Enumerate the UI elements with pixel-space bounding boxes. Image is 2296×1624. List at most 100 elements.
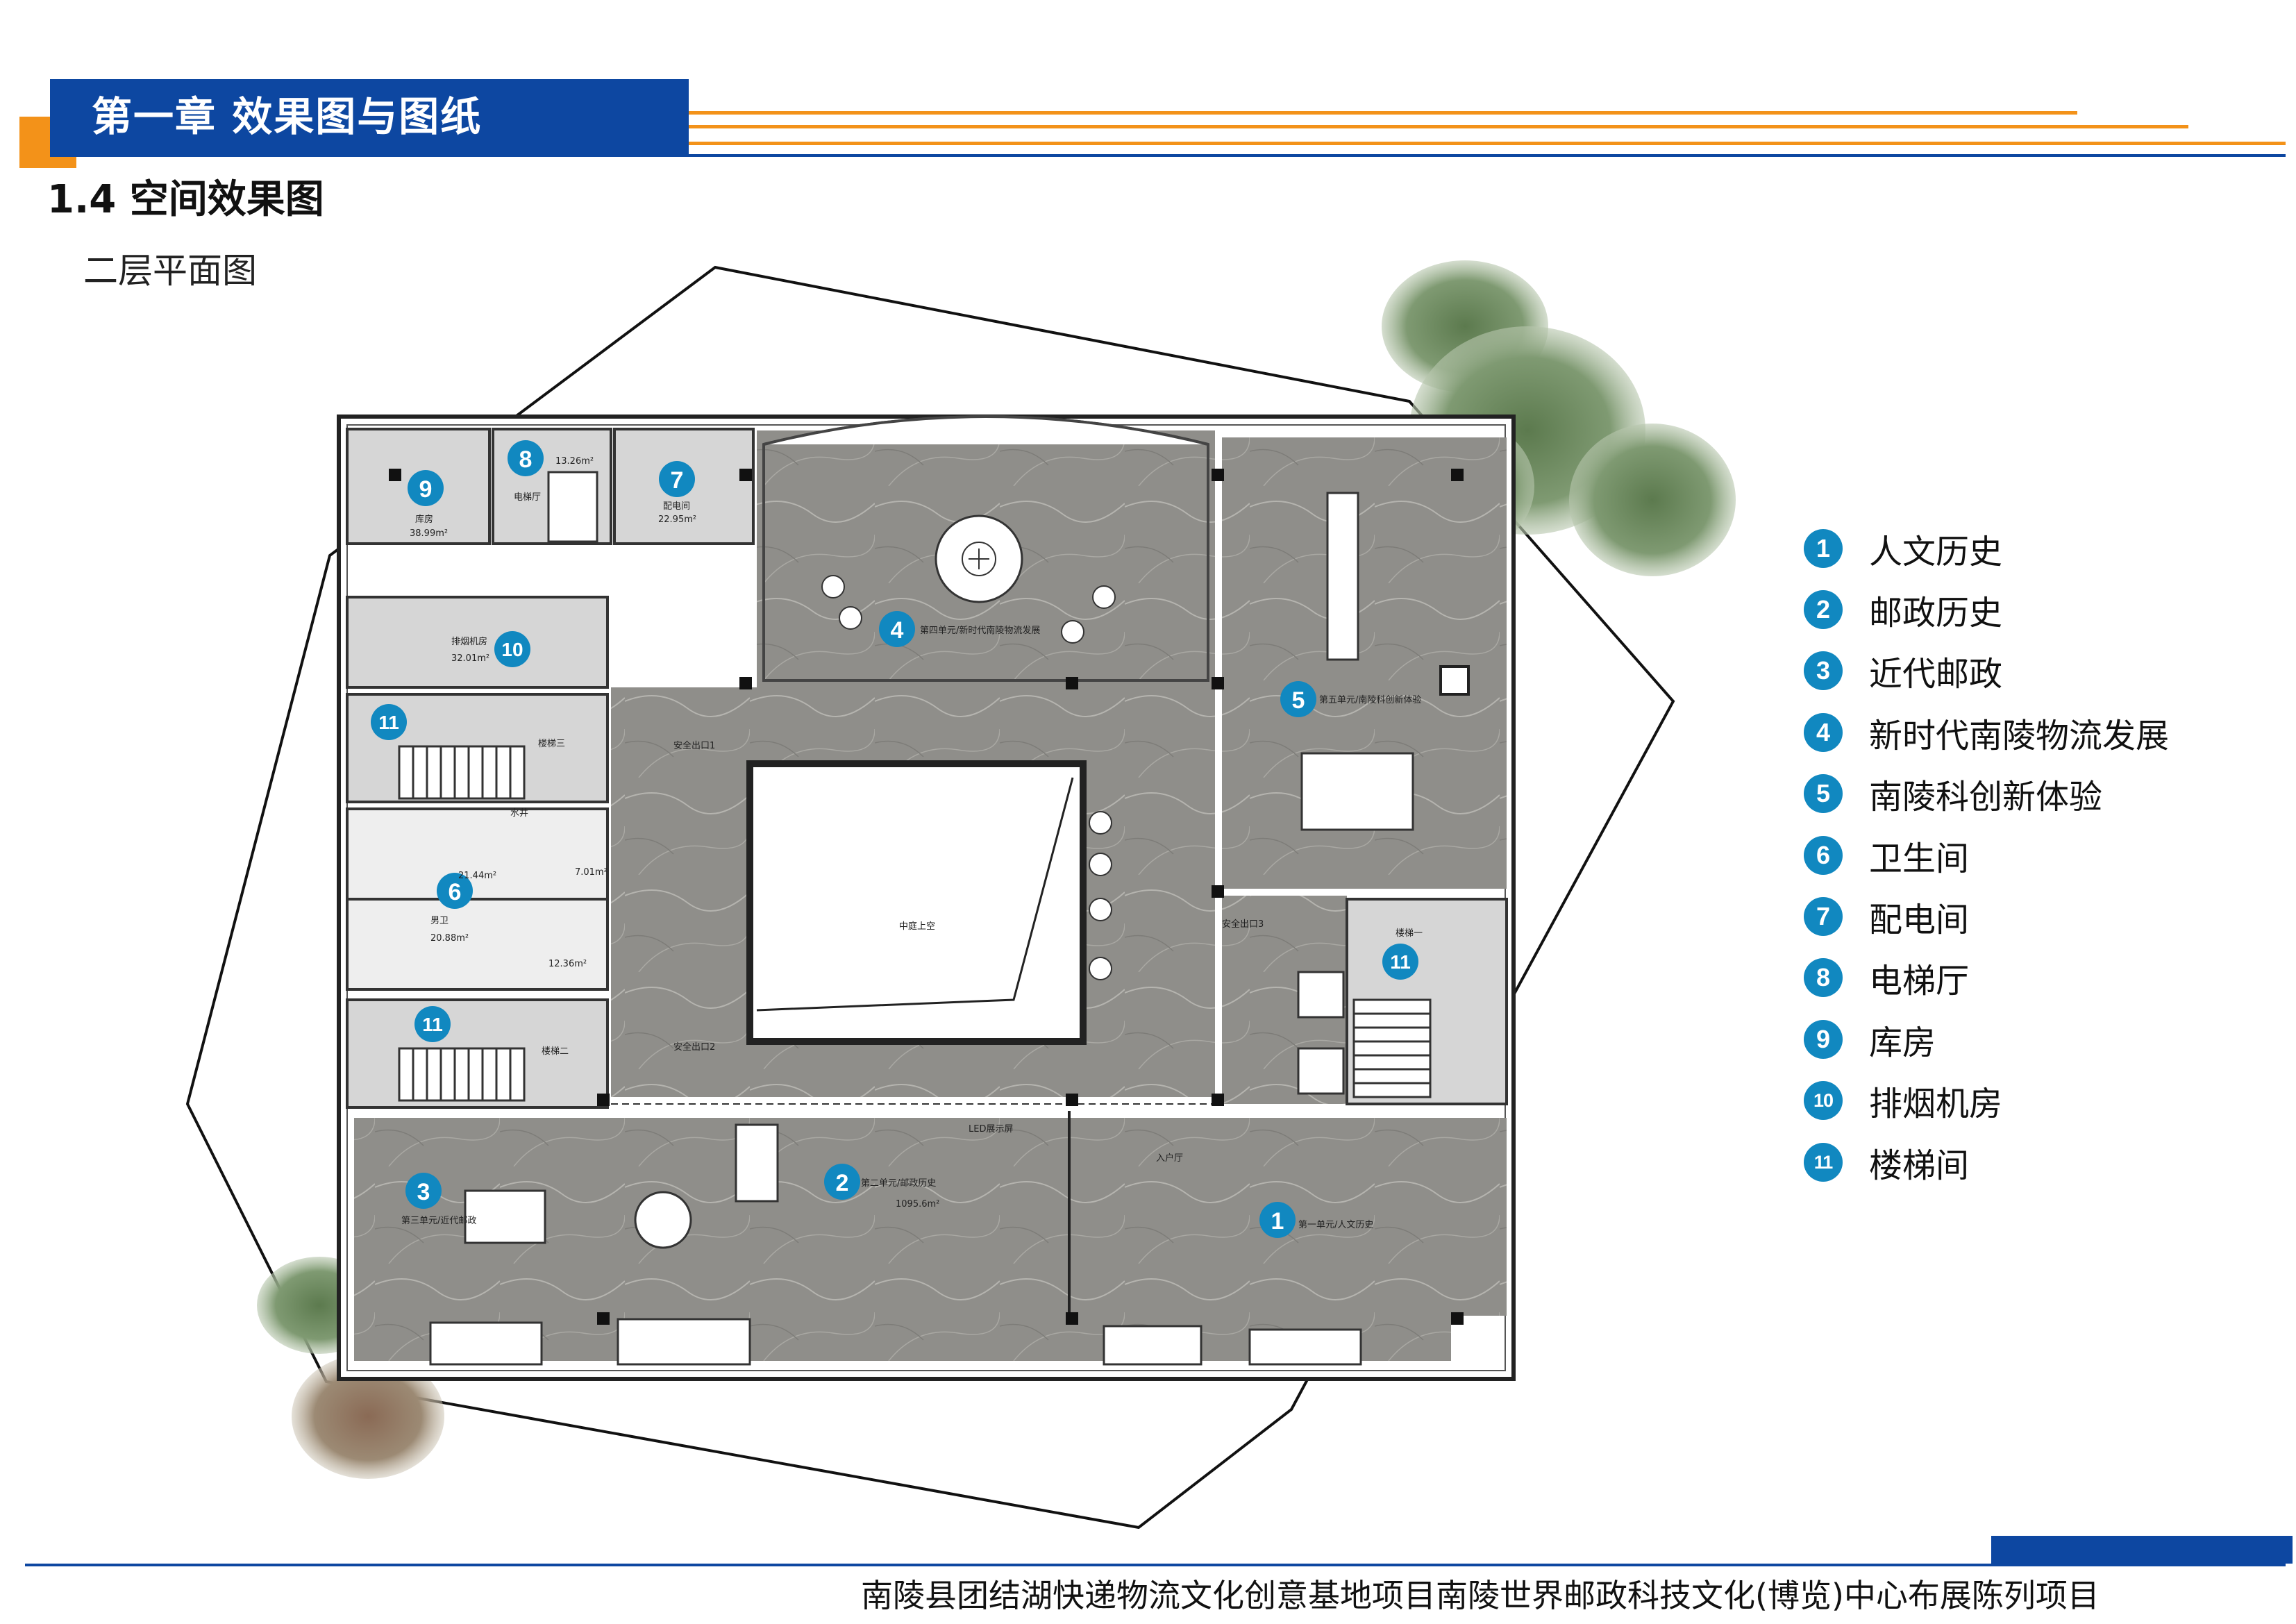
legend-badge: 8 xyxy=(1804,958,1843,997)
room-smoke-exhaust xyxy=(346,596,609,689)
plan-marker-10: 10 xyxy=(494,631,530,667)
plan-marker-11a: 11 xyxy=(371,704,407,740)
svg-text:21.44m²: 21.44m² xyxy=(458,871,496,881)
header-line-orange-3 xyxy=(689,142,2286,145)
svg-text:安全出口1: 安全出口1 xyxy=(673,740,715,751)
plan-marker-11b: 11 xyxy=(414,1006,451,1042)
section-title: 1.4 空间效果图 xyxy=(47,177,324,222)
svg-text:安全出口2: 安全出口2 xyxy=(673,1041,715,1053)
svg-text:2: 2 xyxy=(836,1170,849,1196)
plan-marker-3: 3 xyxy=(405,1173,442,1209)
legend-badge: 1 xyxy=(1804,529,1843,568)
legend-badge: 10 xyxy=(1804,1081,1843,1120)
legend-label: 楼梯间 xyxy=(1869,1146,1970,1185)
footer-accent-bar xyxy=(1991,1536,2293,1564)
svg-text:11: 11 xyxy=(1390,951,1411,973)
svg-text:入户厅: 入户厅 xyxy=(1156,1153,1183,1164)
svg-text:第二单元/邮政历史: 第二单元/邮政历史 xyxy=(861,1178,936,1189)
svg-text:32.01m²: 32.01m² xyxy=(451,653,489,664)
stair-treads-1 xyxy=(1352,998,1432,1098)
footer-project-name: 南陵县团结湖快递物流文化创意基地项目南陵世界邮政科技文化(博览)中心布展陈列项目 xyxy=(861,1577,2100,1614)
svg-text:第三单元/近代邮政: 第三单元/近代邮政 xyxy=(401,1216,476,1226)
svg-text:38.99m²: 38.99m² xyxy=(410,528,448,539)
svg-text:22.95m²: 22.95m² xyxy=(658,514,696,525)
svg-text:8: 8 xyxy=(519,446,533,473)
legend-label: 卫生间 xyxy=(1869,839,1970,878)
svg-text:库房: 库房 xyxy=(415,514,433,525)
legend-item-1: 1 人文历史 xyxy=(1804,524,2002,573)
plan-marker-8: 8 xyxy=(508,440,544,476)
svg-text:9: 9 xyxy=(419,476,433,503)
plan-marker-11c: 11 xyxy=(1382,944,1418,980)
legend-label: 邮政历史 xyxy=(1869,594,2003,633)
legend-label: 新时代南陵物流发展 xyxy=(1869,717,2170,755)
legend-badge: 2 xyxy=(1804,590,1843,629)
legend-item-4: 4 新时代南陵物流发展 xyxy=(1804,708,2169,757)
legend-item-11: 11 楼梯间 xyxy=(1804,1138,1969,1187)
legend-label: 库房 xyxy=(1869,1023,1936,1062)
room-restroom-male xyxy=(346,898,609,991)
svg-text:5: 5 xyxy=(1292,687,1305,714)
legend-badge: 9 xyxy=(1804,1020,1843,1059)
stair-treads-3 xyxy=(398,745,526,800)
svg-text:排烟机房: 排烟机房 xyxy=(451,636,487,647)
svg-text:6: 6 xyxy=(449,879,462,905)
legend-label: 排烟机房 xyxy=(1869,1085,2003,1123)
legend-badge: 7 xyxy=(1804,897,1843,936)
legend-badge: 4 xyxy=(1804,713,1843,752)
plan-marker-2: 2 xyxy=(824,1164,860,1200)
svg-text:第五单元/南陵科创新体验: 第五单元/南陵科创新体验 xyxy=(1319,694,1421,705)
legend-label: 电梯厅 xyxy=(1869,962,1970,1001)
svg-text:男卫: 男卫 xyxy=(430,916,449,926)
svg-text:3: 3 xyxy=(417,1179,430,1205)
svg-text:中庭上空: 中庭上空 xyxy=(899,921,935,932)
zone-5-floor xyxy=(1222,437,1507,889)
legend-item-8: 8 电梯厅 xyxy=(1804,953,1969,1002)
plan-marker-9: 9 xyxy=(408,470,444,506)
svg-text:7.01m²: 7.01m² xyxy=(575,867,607,878)
header-line-orange-2 xyxy=(689,125,2188,128)
svg-text:楼梯一: 楼梯一 xyxy=(1396,928,1423,939)
svg-text:20.88m²: 20.88m² xyxy=(430,933,469,944)
svg-text:11: 11 xyxy=(378,712,399,733)
atrium-void xyxy=(746,760,1087,1045)
svg-text:13.26m²: 13.26m² xyxy=(555,456,594,467)
svg-text:10: 10 xyxy=(501,639,523,660)
legend-item-7: 7 配电间 xyxy=(1804,892,1969,941)
chapter-title-bar xyxy=(50,79,689,154)
plan-marker-4: 4 xyxy=(879,611,915,647)
legend-label: 配电间 xyxy=(1869,901,1970,939)
legend-item-9: 9 库房 xyxy=(1804,1015,1936,1064)
plan-marker-5: 5 xyxy=(1280,681,1316,717)
svg-text:11: 11 xyxy=(422,1014,443,1035)
legend-badge: 11 xyxy=(1804,1143,1843,1182)
legend-badge: 6 xyxy=(1804,836,1843,875)
legend-item-2: 2 邮政历史 xyxy=(1804,585,2002,634)
legend-label: 南陵科创新体验 xyxy=(1869,778,2103,817)
svg-text:配电间: 配电间 xyxy=(663,501,690,512)
svg-text:1: 1 xyxy=(1271,1208,1284,1234)
svg-text:水井: 水井 xyxy=(510,808,528,819)
legend-item-10: 10 排烟机房 xyxy=(1804,1076,2002,1125)
svg-text:电梯厅: 电梯厅 xyxy=(514,492,541,503)
structural-columns xyxy=(389,469,1464,1325)
legend-badge: 3 xyxy=(1804,651,1843,690)
svg-text:楼梯二: 楼梯二 xyxy=(542,1046,569,1057)
room-restroom-female xyxy=(346,807,609,901)
legend-label: 人文历史 xyxy=(1869,533,2003,571)
plan-marker-6: 6 xyxy=(437,873,473,909)
svg-text:第一单元/人文历史: 第一单元/人文历史 xyxy=(1298,1220,1373,1230)
site-boundary xyxy=(185,265,1675,1530)
plan-marker-7: 7 xyxy=(659,461,695,497)
svg-text:12.36m²: 12.36m² xyxy=(548,959,587,969)
plan-marker-1: 1 xyxy=(1259,1202,1296,1238)
header-line-orange-1 xyxy=(689,111,2077,115)
svg-text:LED展示屏: LED展示屏 xyxy=(969,1124,1013,1135)
legend-item-6: 6 卫生间 xyxy=(1804,831,1969,880)
svg-text:安全出口3: 安全出口3 xyxy=(1222,919,1264,930)
svg-text:1095.6m²: 1095.6m² xyxy=(896,1199,939,1209)
svg-text:第四单元/新时代南陵物流发展: 第四单元/新时代南陵物流发展 xyxy=(920,625,1040,636)
header-line-blue xyxy=(50,154,2286,157)
